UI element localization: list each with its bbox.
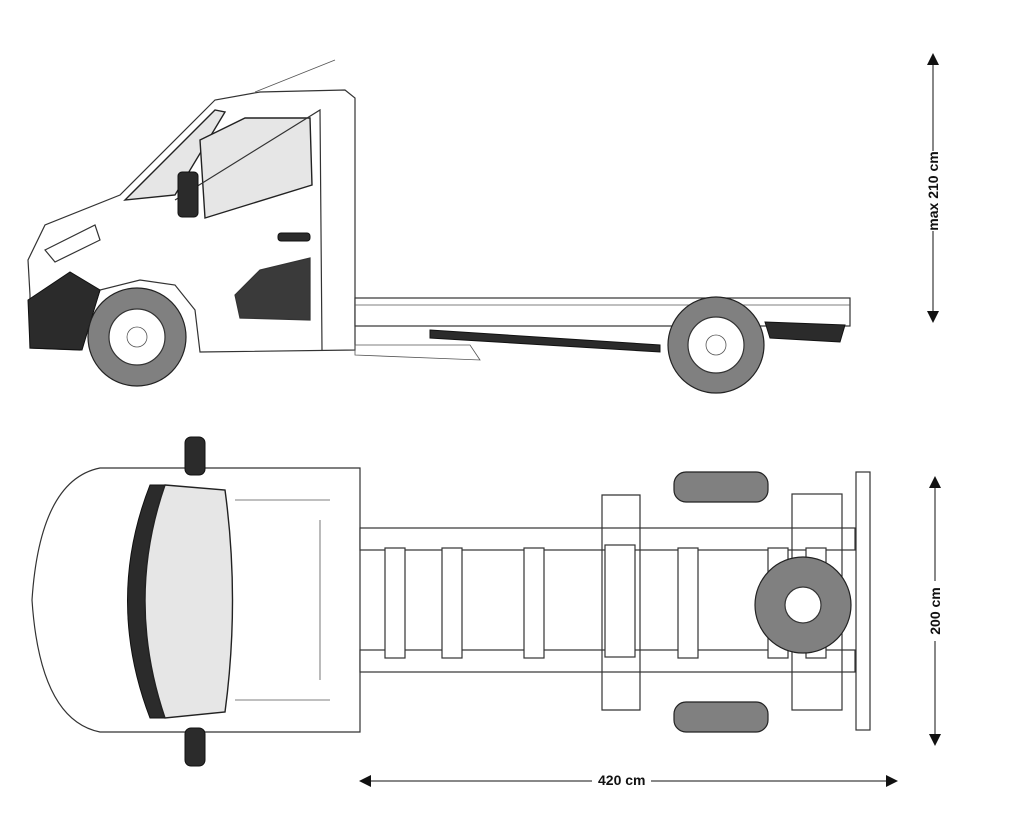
top-view xyxy=(31,436,871,767)
side-view xyxy=(27,59,851,394)
height-label: max 210 cm xyxy=(922,151,944,231)
mirror-right xyxy=(184,727,206,767)
side-window xyxy=(199,117,313,219)
rear-bumper xyxy=(855,471,871,731)
driveshaft xyxy=(429,329,661,353)
arrow-up-icon xyxy=(927,53,939,65)
arrow-right-icon xyxy=(886,775,898,787)
arrow-down-icon xyxy=(929,734,941,746)
rear-wheel xyxy=(667,296,765,394)
side-mirror xyxy=(177,171,199,218)
arrow-up-icon xyxy=(929,476,941,488)
length-label: 420 cm xyxy=(592,772,652,788)
windshield xyxy=(123,109,227,201)
rear-wheel-right xyxy=(673,701,769,733)
rear-wheel-left xyxy=(673,471,769,503)
front-wheel xyxy=(87,287,187,387)
arrow-down-icon xyxy=(927,311,939,323)
chassis-frame xyxy=(354,297,851,327)
width-label: 200 cm xyxy=(924,581,946,641)
mirror-left xyxy=(184,436,206,476)
windshield-top xyxy=(144,484,234,719)
door-handle xyxy=(277,232,311,242)
arrow-left-icon xyxy=(359,775,371,787)
